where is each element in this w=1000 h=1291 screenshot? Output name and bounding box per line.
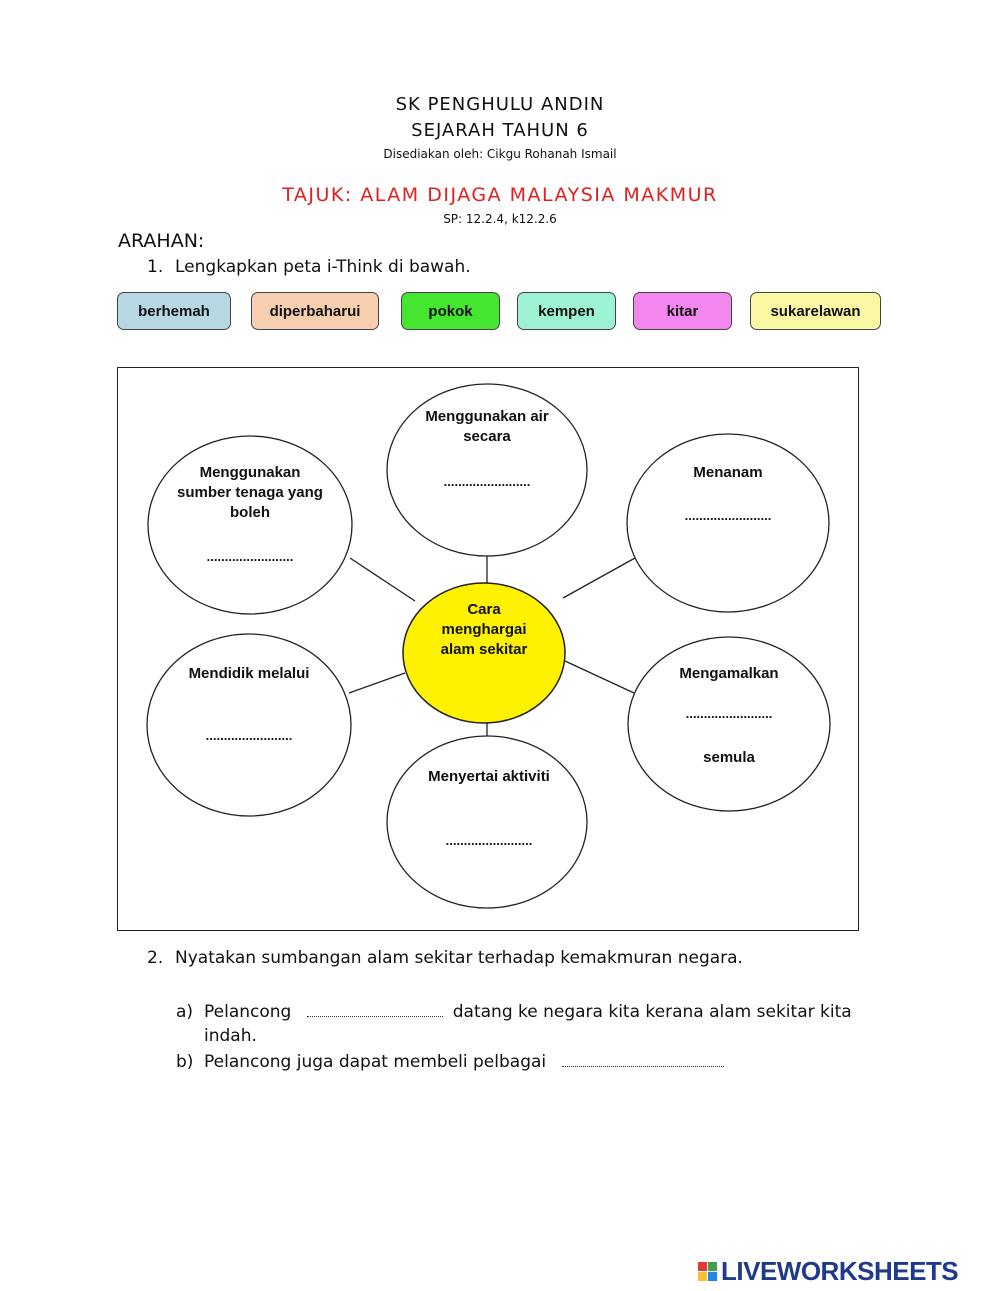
question-2a-before: Pelancong [204, 1002, 292, 1022]
author-line: Disediakan oleh: Cikgu Rohanah Ismail [383, 147, 617, 161]
bubble-map-frame: Cara menghargai alam sekitar Menggunakan… [117, 367, 859, 931]
center-label: Cara menghargai alam sekitar [440, 601, 528, 658]
question-1-number: 1. [147, 257, 164, 277]
question-2-text: Nyatakan sumbangan alam sekitar terhadap… [175, 948, 743, 968]
bubble-top-right [626, 433, 830, 613]
bubble-center [402, 582, 566, 724]
bubble-bottom-label: Menyertai aktiviti [428, 768, 550, 785]
question-2a-answer-blank[interactable] [306, 1000, 443, 1017]
worksheet-title: TAJUK: ALAM DIJAGA MALAYSIA MAKMUR [282, 184, 718, 206]
bubble-top-left [147, 435, 353, 615]
question-2-number: 2. [147, 948, 164, 968]
word-chip-kitar[interactable]: kitar [633, 292, 732, 330]
bubble-top-left-label: Menggunakan sumber tenaga yang boleh [177, 464, 323, 521]
question-2b-label: b) [176, 1052, 194, 1072]
question-2a: a) Pelancong datang ke negara kita kerana… [176, 1000, 866, 1022]
word-chip-kempen[interactable]: kempen [517, 292, 616, 330]
liveworksheets-logo: LIVEWORKSHEETS [698, 1255, 959, 1286]
word-chip-berhemah[interactable]: berhemah [117, 292, 231, 330]
bubble-bottom-left [146, 633, 352, 817]
question-2: 2. Nyatakan sumbangan alam sekitar terhad… [147, 948, 743, 968]
bubble-top-answer-blank[interactable]: ........................ [443, 474, 531, 489]
question-2a-after: datang ke negara kita kerana alam sekita… [452, 1002, 852, 1022]
bubble-bottom [386, 735, 588, 909]
liveworksheets-logo-icon [698, 1261, 717, 1281]
bubble-bottom-left-label: Mendidik melalui [188, 665, 310, 682]
connector-top-right [562, 557, 636, 599]
question-2b: b) Pelancong juga dapat membeli pelbagai [176, 1050, 724, 1072]
school-name: SK PENGHULU ANDIN [395, 94, 605, 115]
question-1: 1. Lengkapkan peta i-Think di bawah. [147, 257, 471, 277]
question-2a-line2: indah. [204, 1026, 257, 1046]
subject-title: SEJARAH TAHUN 6 [411, 120, 589, 141]
connector-bottom-right [564, 660, 635, 694]
bubble-top-label: Menggunakan air secara [425, 408, 549, 445]
word-chip-pokok[interactable]: pokok [401, 292, 500, 330]
bubble-top-right-label: Menanam [693, 464, 763, 481]
bubble-bottom-right [627, 636, 831, 812]
standard-codes: SP: 12.2.4, k12.2.6 [443, 212, 557, 226]
question-2b-answer-blank[interactable] [561, 1050, 724, 1067]
bubble-top-left-answer-blank[interactable]: ........................ [206, 549, 294, 564]
bubble-bottom-right-label: Mengamalkan [679, 665, 779, 682]
bubble-map [146, 383, 831, 909]
instructions-heading: ARAHAN: [118, 230, 205, 252]
bubble-bottom-right-answer-blank[interactable]: ........................ [685, 706, 773, 721]
question-2b-before: Pelancong juga dapat membeli pelbagai [204, 1052, 547, 1072]
liveworksheets-brand: LIVEWORKSHEETS [721, 1255, 959, 1286]
question-2a-label: a) [176, 1002, 194, 1022]
bubble-bottom-right-suffix: semula [703, 749, 755, 766]
word-chip-diperbaharui[interactable]: diperbaharui [251, 292, 379, 330]
bubble-top-right-answer-blank[interactable]: ........................ [684, 508, 772, 523]
connector-bottom-left [348, 672, 406, 694]
question-1-text: Lengkapkan peta i-Think di bawah. [175, 257, 471, 277]
bubble-bottom-answer-blank[interactable]: ........................ [445, 833, 533, 848]
word-chip-sukarelawan[interactable]: sukarelawan [750, 292, 881, 330]
connector-top-left [349, 557, 416, 602]
bubble-top [386, 383, 588, 557]
bubble-bottom-left-answer-blank[interactable]: ........................ [205, 728, 293, 743]
